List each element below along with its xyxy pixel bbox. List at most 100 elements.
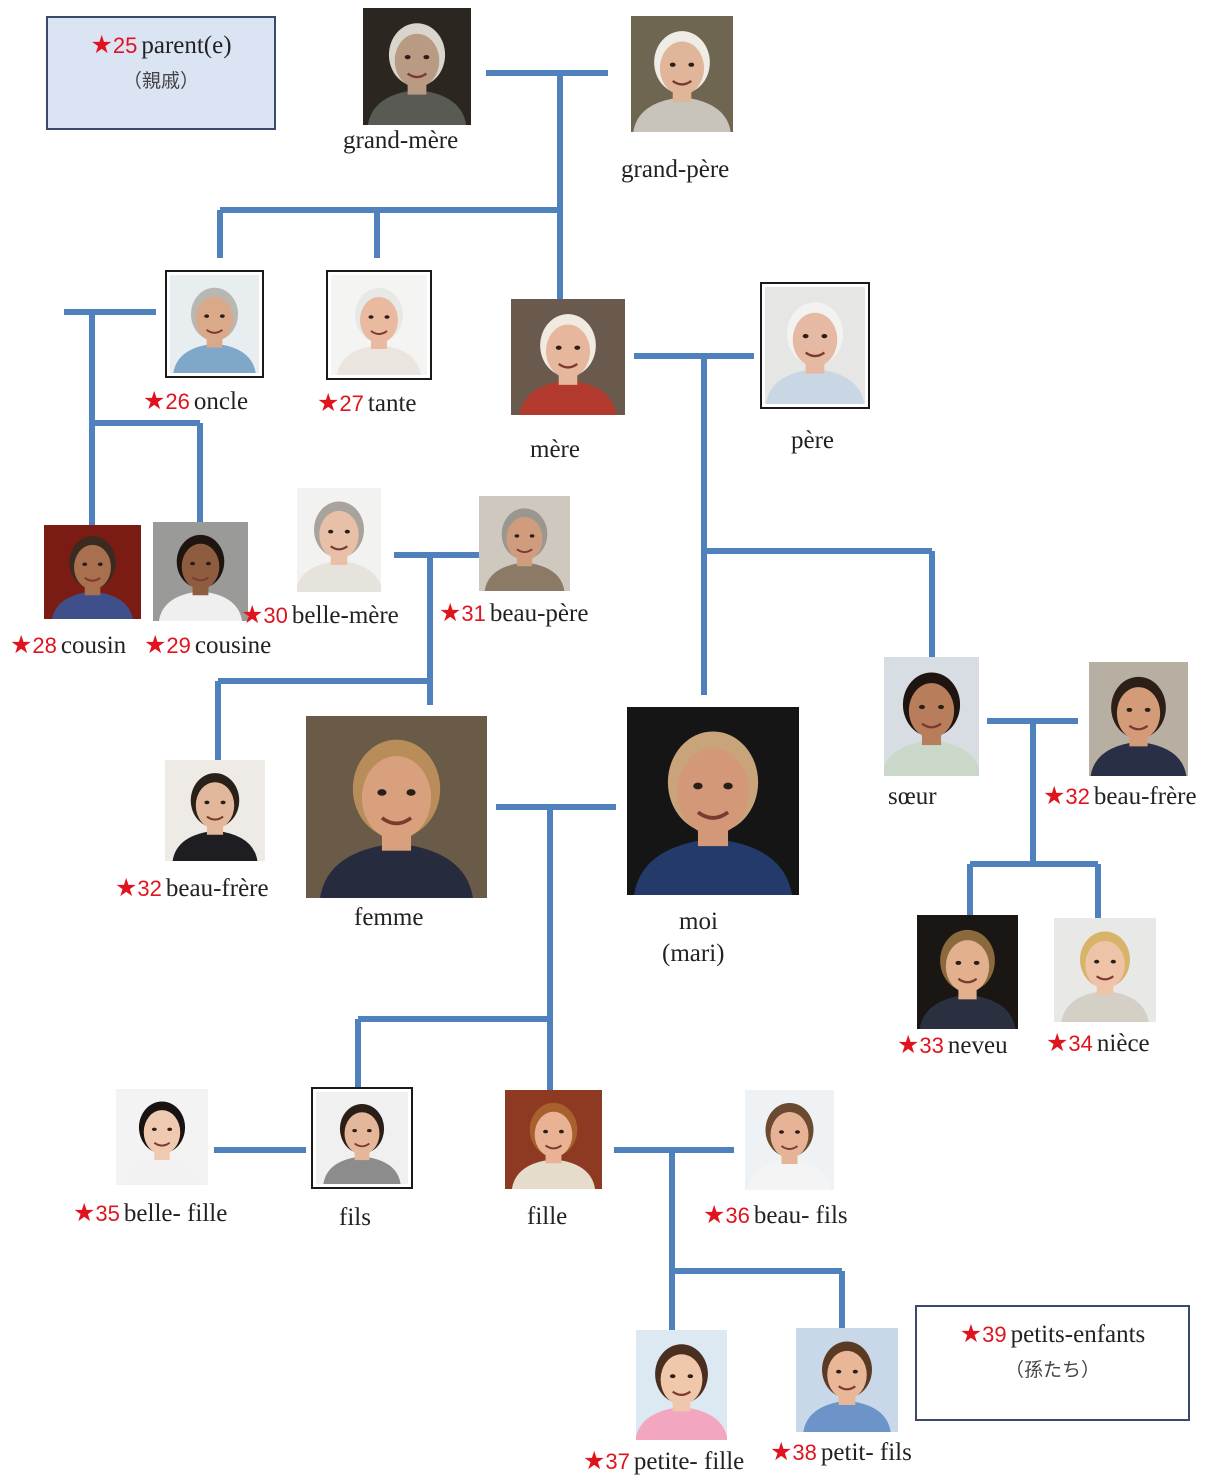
star-icon: ★ bbox=[144, 632, 167, 659]
portrait-image bbox=[745, 1090, 834, 1190]
label-number: 36 bbox=[725, 1203, 750, 1228]
photo-oncle bbox=[165, 270, 264, 378]
label-mari: (mari) bbox=[662, 940, 725, 967]
label-number: 35 bbox=[95, 1201, 120, 1226]
photo-beau-pere bbox=[479, 496, 570, 591]
photo-mere bbox=[511, 299, 625, 415]
label-word: nièce bbox=[1096, 1030, 1150, 1057]
photo-belle-fille bbox=[116, 1089, 208, 1185]
portrait-image bbox=[917, 915, 1018, 1029]
photo-fils bbox=[311, 1087, 413, 1189]
portrait-image bbox=[170, 275, 259, 373]
star-icon: ★ bbox=[1046, 1030, 1069, 1057]
label-number: 26 bbox=[165, 389, 190, 414]
petits-box-sub: （孫たち） bbox=[1004, 1359, 1100, 1381]
label-word: tante bbox=[367, 390, 417, 417]
label-word: belle-mère bbox=[291, 602, 399, 629]
photo-petit-fils bbox=[796, 1328, 898, 1432]
portrait-image bbox=[153, 522, 248, 621]
portrait-image bbox=[1089, 662, 1188, 776]
label-grand-mere: grand-mère bbox=[343, 127, 459, 154]
label-number: 34 bbox=[1068, 1031, 1093, 1056]
label-number: 32 bbox=[137, 876, 162, 901]
star-icon: ★ bbox=[583, 1448, 606, 1475]
label-pere: père bbox=[791, 427, 835, 454]
photo-niece bbox=[1054, 918, 1156, 1022]
star-icon: ★ bbox=[1043, 783, 1066, 810]
photo-soeur bbox=[884, 657, 979, 776]
star-icon: ★ bbox=[703, 1202, 726, 1229]
star-icon: ★ bbox=[439, 600, 462, 627]
portrait-image bbox=[765, 287, 865, 404]
star-icon: ★ bbox=[73, 1200, 96, 1227]
label-number: 31 bbox=[461, 601, 486, 626]
portrait-image bbox=[165, 760, 265, 861]
photo-cousin bbox=[44, 525, 141, 619]
star-icon: ★ bbox=[959, 1321, 983, 1348]
label-word: beau- fils bbox=[753, 1202, 848, 1229]
photo-grand-pere bbox=[631, 16, 733, 132]
star-icon: ★ bbox=[897, 1032, 920, 1059]
label-word: beau-père bbox=[489, 600, 589, 627]
label-fils: fils bbox=[339, 1204, 371, 1231]
portrait-image bbox=[636, 1330, 727, 1440]
portrait-image bbox=[116, 1089, 208, 1185]
portrait-image bbox=[627, 707, 799, 895]
label-word: cousine bbox=[194, 632, 272, 659]
label-number: 28 bbox=[32, 633, 57, 658]
petits-box-number: 39 bbox=[982, 1322, 1007, 1347]
portrait-image bbox=[1054, 918, 1156, 1022]
portrait-image bbox=[479, 496, 570, 591]
star-icon: ★ bbox=[143, 388, 166, 415]
label-number: 38 bbox=[792, 1440, 817, 1465]
label-word: beau-frère bbox=[165, 875, 269, 902]
label-number: 29 bbox=[166, 633, 191, 658]
photo-cousine bbox=[153, 522, 248, 621]
star-icon: ★ bbox=[241, 602, 264, 629]
photo-beau-fils bbox=[745, 1090, 834, 1190]
photo-neveu bbox=[917, 915, 1018, 1029]
label-fille: fille bbox=[527, 1203, 568, 1230]
portrait-image bbox=[44, 525, 141, 619]
photo-grand-mere bbox=[363, 8, 471, 125]
label-number: 30 bbox=[263, 603, 288, 628]
label-word: beau-frère bbox=[1093, 783, 1197, 810]
portrait-image bbox=[511, 299, 625, 415]
photo-petite-fille bbox=[636, 1330, 727, 1440]
label-number: 33 bbox=[919, 1033, 944, 1058]
label-number: 37 bbox=[605, 1449, 630, 1474]
star-icon: ★ bbox=[770, 1439, 793, 1466]
label-femme: femme bbox=[354, 904, 424, 931]
parent-box-sub: （親戚） bbox=[122, 70, 199, 92]
petits-box-word: petits-enfants bbox=[1010, 1321, 1146, 1348]
label-grand-pere: grand-père bbox=[621, 156, 730, 183]
label-word: cousin bbox=[60, 632, 127, 659]
portrait-image bbox=[631, 16, 733, 132]
portrait-image bbox=[884, 657, 979, 776]
photo-belle-mere bbox=[297, 488, 381, 592]
label-number: 27 bbox=[339, 391, 364, 416]
label-word: petite- fille bbox=[633, 1448, 745, 1475]
label-moi: moi bbox=[679, 908, 718, 935]
star-icon: ★ bbox=[10, 632, 33, 659]
photo-tante bbox=[326, 270, 432, 380]
portrait-image bbox=[306, 716, 487, 898]
label-mere: mère bbox=[530, 436, 580, 463]
photo-femme bbox=[306, 716, 487, 898]
portrait-image bbox=[363, 8, 471, 125]
